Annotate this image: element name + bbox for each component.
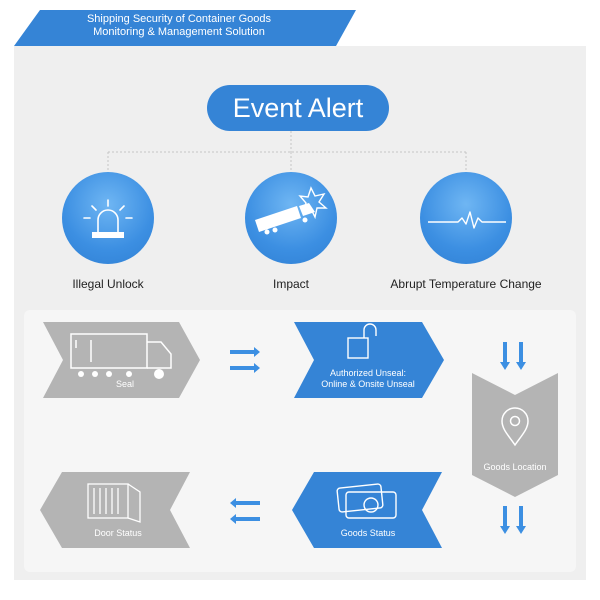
authorized-unseal-label: Authorized Unseal: Online & Onsite Unsea…: [314, 368, 422, 390]
header-title: Shipping Security of Container Goods Mon…: [48, 13, 310, 39]
temperature-change-label: Abrupt Temperature Change: [390, 277, 542, 291]
authorized-unseal-shape: [294, 322, 444, 398]
impact-circle: [245, 172, 337, 264]
alarm-light-icon: [83, 199, 133, 238]
event-alert-title: Event Alert: [207, 85, 389, 131]
header-title-line2: Monitoring & Management Solution: [93, 26, 265, 38]
goods-status-label: Goods Status: [340, 528, 396, 538]
goods-status-shape: [292, 472, 442, 548]
down-arrows-top-icon: [500, 342, 526, 370]
down-arrows-bottom-icon: [500, 506, 526, 534]
authorized-unseal-line2: Online & Onsite Unseal: [321, 379, 415, 389]
header-banner: [14, 10, 356, 46]
door-status-label: Door Status: [94, 528, 142, 538]
header-title-line1: Shipping Security of Container Goods: [86, 13, 272, 25]
illegal-unlock-label: Illegal Unlock: [72, 277, 144, 291]
goods-location-shape: [472, 373, 558, 497]
temperature-change-circle: [420, 172, 512, 264]
seal-label: Seal: [115, 379, 134, 389]
truck-impact-icon: [255, 186, 328, 235]
goods-location-label: Goods Location: [483, 462, 547, 472]
authorized-unseal-line1: Authorized Unseal:: [329, 368, 407, 378]
temperature-wave-icon: [428, 211, 506, 229]
door-status-shape: [40, 472, 190, 548]
illegal-unlock-circle: [62, 172, 154, 264]
impact-label: Impact: [272, 277, 309, 291]
right-arrows-icon: [230, 347, 260, 373]
left-arrows-icon: [230, 498, 260, 524]
seal-shape: [43, 322, 200, 398]
